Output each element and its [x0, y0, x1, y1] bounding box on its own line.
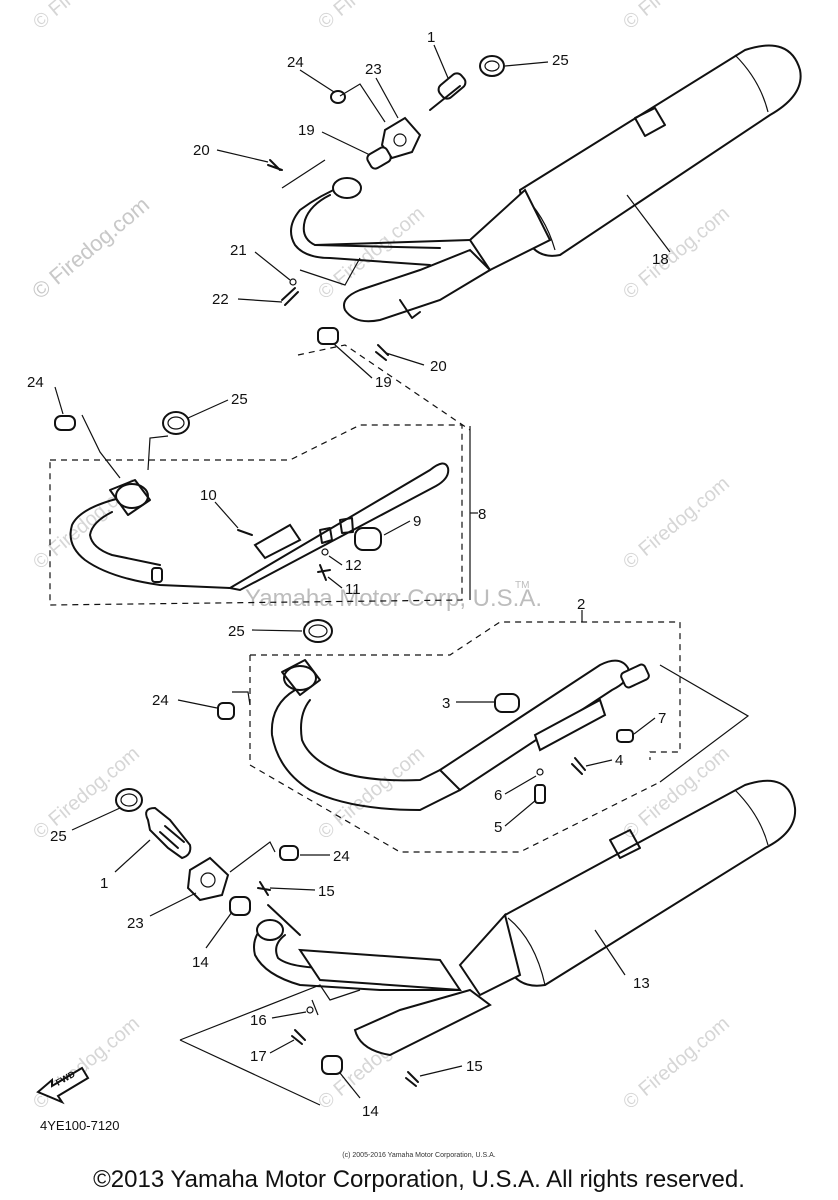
callout-label: 9 — [413, 513, 421, 530]
muffler-upper — [343, 44, 802, 323]
exhaust-pipe-middle — [49, 424, 463, 606]
watermark-firedog: © Firedog.com — [29, 0, 144, 34]
callout-label: 21 — [230, 242, 247, 259]
watermark-firedog: © Firedog.com — [314, 0, 429, 34]
callout-label: 13 — [633, 975, 650, 992]
callout-label: 15 — [466, 1058, 483, 1075]
callout-label: 15 — [318, 883, 335, 900]
diagram-code: 4YE100-7120 — [40, 1118, 120, 1133]
exhaust-pipe-upper — [290, 177, 471, 266]
callout-label: 20 — [193, 142, 210, 159]
callout-label: 14 — [362, 1103, 379, 1120]
callout-label: 8 — [478, 506, 486, 523]
leader-lines — [54, 44, 671, 1099]
watermark-firedog: © Firedog.com — [619, 472, 734, 573]
callout-label: 24 — [333, 848, 350, 865]
callout-label: 16 — [250, 1012, 267, 1029]
watermark-firedog: © Firedog.com — [27, 192, 154, 304]
callout-label: 6 — [494, 787, 502, 804]
callout-label: 25 — [231, 391, 248, 408]
small-parts-lower-middle — [217, 619, 634, 804]
callout-label: 25 — [228, 623, 245, 640]
callout-label: 22 — [212, 291, 229, 308]
callout-label: 1 — [100, 875, 108, 892]
callout-label: 1 — [427, 29, 435, 46]
callout-label: 12 — [345, 557, 362, 574]
callout-label: 24 — [152, 692, 169, 709]
muffler-lower — [353, 779, 797, 1057]
watermark-yamaha: Yamaha Motor Corp, U.S.A. — [245, 585, 542, 612]
callout-label: 2 — [577, 596, 585, 613]
callout-label: 5 — [494, 819, 502, 836]
watermark-firedog: © Firedog.com — [619, 1012, 734, 1113]
callout-label: 24 — [27, 374, 44, 391]
small-parts-lower — [115, 788, 419, 1087]
watermark-firedog: © Firedog.com — [314, 742, 429, 843]
exhaust-pipe-lower-middle — [249, 621, 750, 853]
callout-label: 7 — [658, 710, 666, 727]
callout-label: 25 — [552, 52, 569, 69]
callout-label: 20 — [430, 358, 447, 375]
exhaust-pipe-lower — [253, 919, 462, 992]
watermark-firedog: © Firedog.com — [619, 202, 734, 303]
watermark-tm: TM — [515, 580, 529, 591]
callout-label: 19 — [375, 374, 392, 391]
callout-label: 23 — [127, 915, 144, 932]
footer-copyright: ©2013 Yamaha Motor Corporation, U.S.A. A… — [93, 1166, 745, 1193]
callout-label: 18 — [652, 251, 669, 268]
small-parts-upper — [267, 55, 505, 361]
small-parts-middle — [54, 411, 382, 581]
callout-label: 19 — [298, 122, 315, 139]
callout-label: 14 — [192, 954, 209, 971]
callout-numbers: 1 25 23 24 19 20 18 21 22 20 19 24 25 10… — [27, 29, 669, 1120]
callout-label: 24 — [287, 54, 304, 71]
small-copyright: (c) 2005-2016 Yamaha Motor Corporation, … — [342, 1152, 496, 1159]
callout-label: 23 — [365, 61, 382, 78]
callout-label: 25 — [50, 828, 67, 845]
callout-label: 4 — [615, 752, 623, 769]
watermark-firedog: © Firedog.com — [619, 0, 734, 34]
callout-label: 3 — [442, 695, 450, 712]
callout-label: 10 — [200, 487, 217, 504]
callout-label: 11 — [345, 581, 361, 598]
watermark-firedog: © Firedog.com — [29, 1012, 144, 1113]
callout-label: 17 — [250, 1048, 267, 1065]
